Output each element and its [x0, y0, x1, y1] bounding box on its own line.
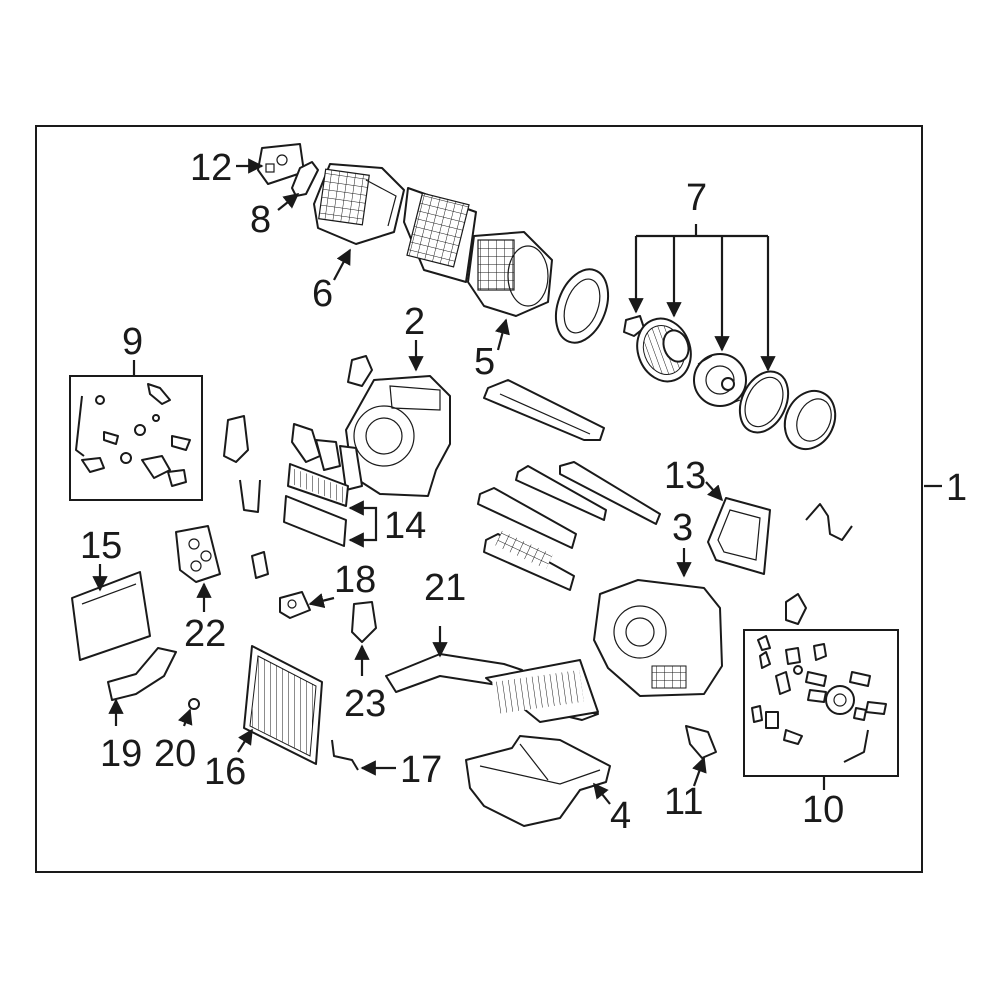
callout-labels: 1 2 3 4 5 6 7 8 9 10 11 12 13 14 15 16 1… [80, 147, 967, 837]
small-clip [251, 551, 269, 579]
part-7-clip [623, 315, 645, 337]
part-23-bracket [351, 601, 377, 643]
callout-12: 12 [190, 147, 232, 189]
callout-10: 10 [802, 789, 844, 831]
lever-link-set [291, 423, 363, 491]
part-18-sensor [279, 591, 311, 619]
callout-4: 4 [610, 795, 631, 837]
diagram-frame [35, 125, 923, 873]
part-5-blower-housing [467, 231, 553, 317]
callout-21: 21 [424, 567, 466, 609]
callout-6: 6 [312, 273, 333, 315]
part-22-cover [175, 525, 221, 583]
callout-5: 5 [474, 341, 495, 383]
callout-18: 18 [334, 559, 376, 601]
callout-3: 3 [672, 507, 693, 549]
part-4-lower-case [465, 735, 611, 827]
seal-loop [347, 355, 373, 387]
part-7-motor [693, 353, 747, 407]
door-plate-upper [483, 379, 605, 441]
callout-19: 19 [100, 733, 142, 775]
callout-22: 22 [184, 613, 226, 655]
callout-1: 1 [946, 467, 967, 509]
blower-ring [554, 268, 610, 344]
bracket [223, 415, 249, 463]
part-20-o-ring [188, 698, 200, 710]
part-10-hardware-kit [743, 629, 899, 777]
part-3-right-housing [593, 579, 723, 697]
intake-filter-grid [403, 187, 477, 283]
callout-13: 13 [664, 455, 706, 497]
callout-2: 2 [404, 301, 425, 343]
part-17-wire [331, 739, 359, 771]
callout-15: 15 [80, 525, 122, 567]
part-13-gasket [707, 497, 771, 575]
door-plate-b [559, 461, 661, 525]
door-plate-c [477, 487, 577, 549]
callout-20: 20 [154, 733, 196, 775]
door-plate-a [515, 465, 607, 521]
leader-lines [92, 158, 942, 805]
part-11-bracket [685, 725, 717, 759]
hose-u-small [239, 479, 261, 513]
callout-16: 16 [204, 751, 246, 793]
part-19-tube [107, 647, 177, 701]
callout-11: 11 [664, 781, 703, 823]
motor-cover [783, 389, 837, 451]
part-7-fan-wheel [636, 317, 692, 383]
drain-hose [805, 503, 853, 541]
callout-14: 14 [384, 505, 426, 547]
callout-17: 17 [400, 749, 442, 791]
part-14-filter-bottom [283, 495, 347, 547]
callout-7: 7 [686, 177, 707, 219]
part-7-gasket-ring [738, 370, 790, 434]
part-16-evaporator [243, 645, 323, 765]
callout-23: 23 [344, 683, 386, 725]
part-8-clip [291, 161, 319, 197]
part-15-panel [71, 571, 151, 661]
part-6-intake-housing [313, 163, 405, 245]
seal-piece [785, 593, 807, 625]
part-9-hardware-kit [69, 375, 203, 501]
callout-8: 8 [250, 199, 271, 241]
part-14-filter-top [287, 463, 349, 507]
callout-9: 9 [122, 321, 143, 363]
part-21-heater-core [385, 653, 599, 723]
door-plate-d [483, 530, 575, 591]
